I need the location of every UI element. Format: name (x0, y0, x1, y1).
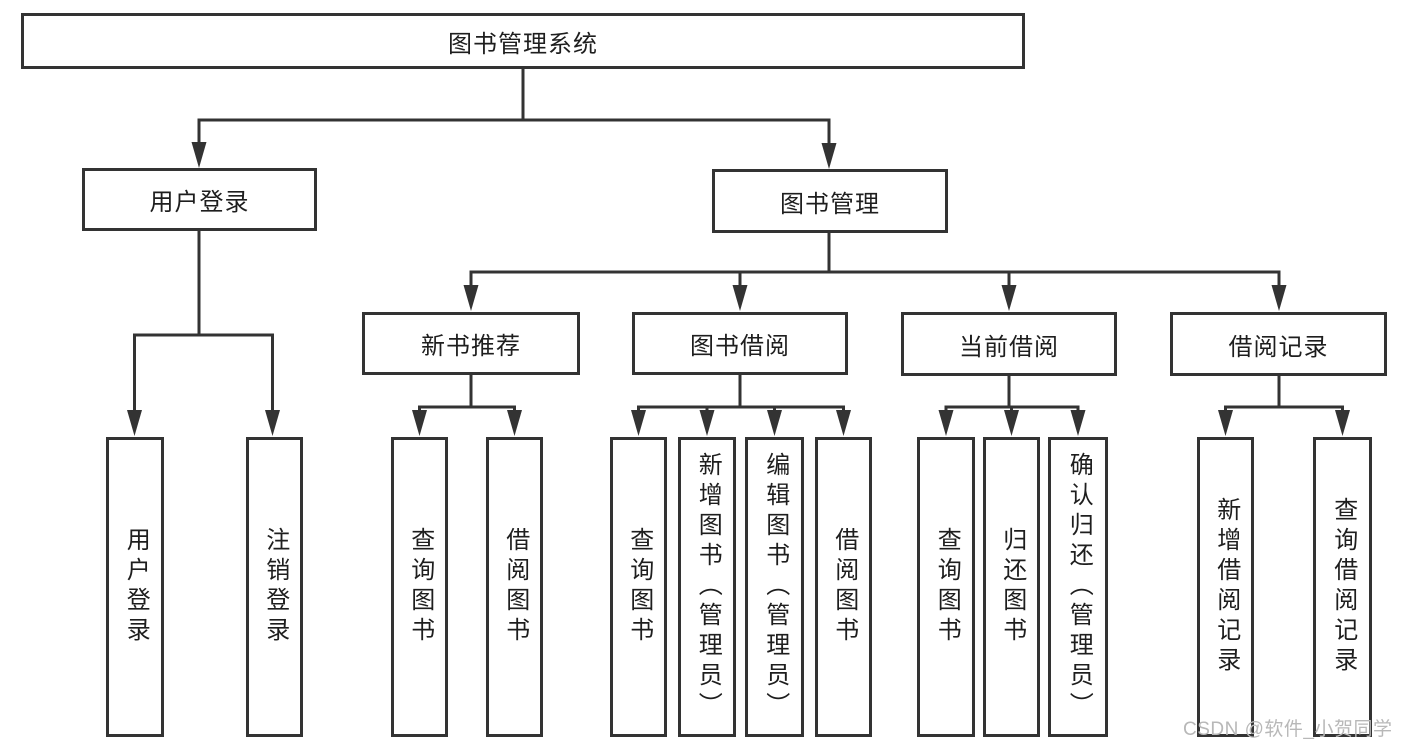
leaf-borrow-books-recommend: 借阅图书 (486, 437, 543, 737)
arrowhead (463, 285, 479, 311)
arrowhead (1070, 410, 1086, 436)
leaf-return-books: 归还图书 (983, 437, 1040, 737)
edge-borrowing-records-rail (1224, 405, 1344, 414)
arrowhead (1218, 410, 1233, 436)
edge-root-rail (197, 118, 831, 148)
arrowhead (767, 410, 782, 436)
edge-user-login-rail (133, 333, 274, 416)
arrowhead (265, 410, 280, 436)
arrowhead (127, 410, 142, 436)
arrowhead (1335, 410, 1350, 436)
arrowhead (412, 410, 427, 436)
node-borrowing-records: 借阅记录 (1170, 312, 1387, 376)
arrowhead (1004, 410, 1019, 436)
leaf-logout: 注销登录 (246, 437, 303, 737)
arrowhead (191, 142, 207, 168)
leaf-query-books-current: 查询图书 (917, 437, 975, 737)
edge-new-book-rail (418, 405, 516, 414)
edge-book-management-rail (469, 270, 1281, 291)
leaf-edit-books-admin: 编辑图书（管理员） (745, 437, 804, 737)
leaf-confirm-return-admin: 确认归还（管理员） (1048, 437, 1108, 737)
arrowhead (732, 285, 748, 311)
node-book-management: 图书管理 (712, 169, 948, 233)
arrowhead (699, 410, 715, 436)
arrowhead (836, 410, 851, 436)
csdn-watermark: CSDN @软件_小贺同学 (1183, 719, 1393, 740)
arrowheads (127, 142, 1350, 436)
leaf-query-books-recommend: 查询图书 (391, 437, 448, 737)
node-user-login: 用户登录 (82, 168, 317, 231)
node-current-borrowing: 当前借阅 (901, 312, 1117, 376)
arrowhead (938, 410, 954, 436)
leaf-query-books-borrowing: 查询图书 (610, 437, 667, 737)
leaf-query-borrow-record: 查询借阅记录 (1313, 437, 1372, 737)
arrowhead (1271, 285, 1287, 311)
leaf-add-borrow-record: 新增借阅记录 (1197, 437, 1254, 737)
node-root-library-management-system: 图书管理系统 (21, 13, 1025, 69)
arrowhead (631, 410, 646, 436)
leaf-borrow-books: 借阅图书 (815, 437, 872, 737)
node-new-book-recommendation: 新书推荐 (362, 312, 580, 375)
arrowhead (821, 143, 837, 169)
arrowhead (507, 410, 522, 436)
leaf-add-books-admin: 新增图书（管理员） (678, 437, 736, 737)
edge-book-borrowing-rail (637, 405, 845, 414)
leaf-user-login: 用户登录 (106, 437, 164, 737)
arrowhead (1001, 285, 1017, 311)
node-book-borrowing: 图书借阅 (632, 312, 848, 375)
